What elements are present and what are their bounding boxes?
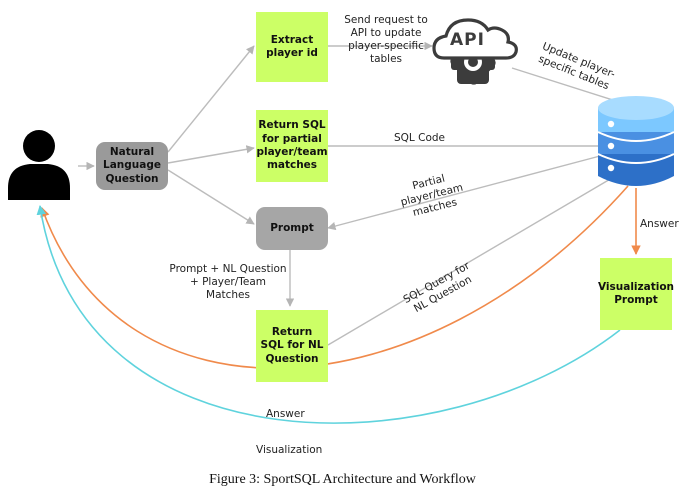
node-visualization-prompt: Visualization Prompt	[598, 258, 674, 330]
label-sql-code: SQL Code	[394, 132, 445, 144]
edge-nl-to-return-partial	[167, 145, 255, 164]
database-icon	[597, 96, 675, 186]
edge-db-to-prompt	[327, 155, 601, 231]
label-prompt-plus: Prompt + NL Question + Player/Team Match…	[169, 263, 287, 302]
architecture-diagram	[8, 18, 675, 424]
label-answer-bottom: Answer	[266, 408, 305, 420]
label-send-request: Send request to API to update player-spe…	[344, 14, 428, 66]
edges-orange	[40, 185, 641, 369]
node-prompt: Prompt	[256, 207, 328, 250]
node-natural-language-question: Natural Language Question	[96, 142, 168, 190]
node-extract-player-id: Extract player id	[256, 12, 328, 82]
node-return-sql-partial: Return SQL for partial player/team match…	[256, 110, 328, 182]
node-return-sql-nl: Return SQL for NL Question	[256, 310, 328, 382]
edge-visualization-to-user	[36, 205, 621, 424]
label-visualization: Visualization	[256, 444, 323, 456]
edge-nl-to-extract	[167, 45, 255, 153]
edges-gray	[78, 41, 639, 346]
figure-caption: Figure 3: SportSQL Architecture and Work…	[209, 472, 476, 487]
api-label: API	[450, 30, 485, 50]
api-icon	[432, 18, 518, 85]
edge-nl-to-prompt	[167, 169, 255, 225]
user-icon	[8, 130, 70, 200]
edge-return-nl-to-db	[327, 177, 613, 346]
label-answer-right: Answer	[640, 218, 679, 230]
